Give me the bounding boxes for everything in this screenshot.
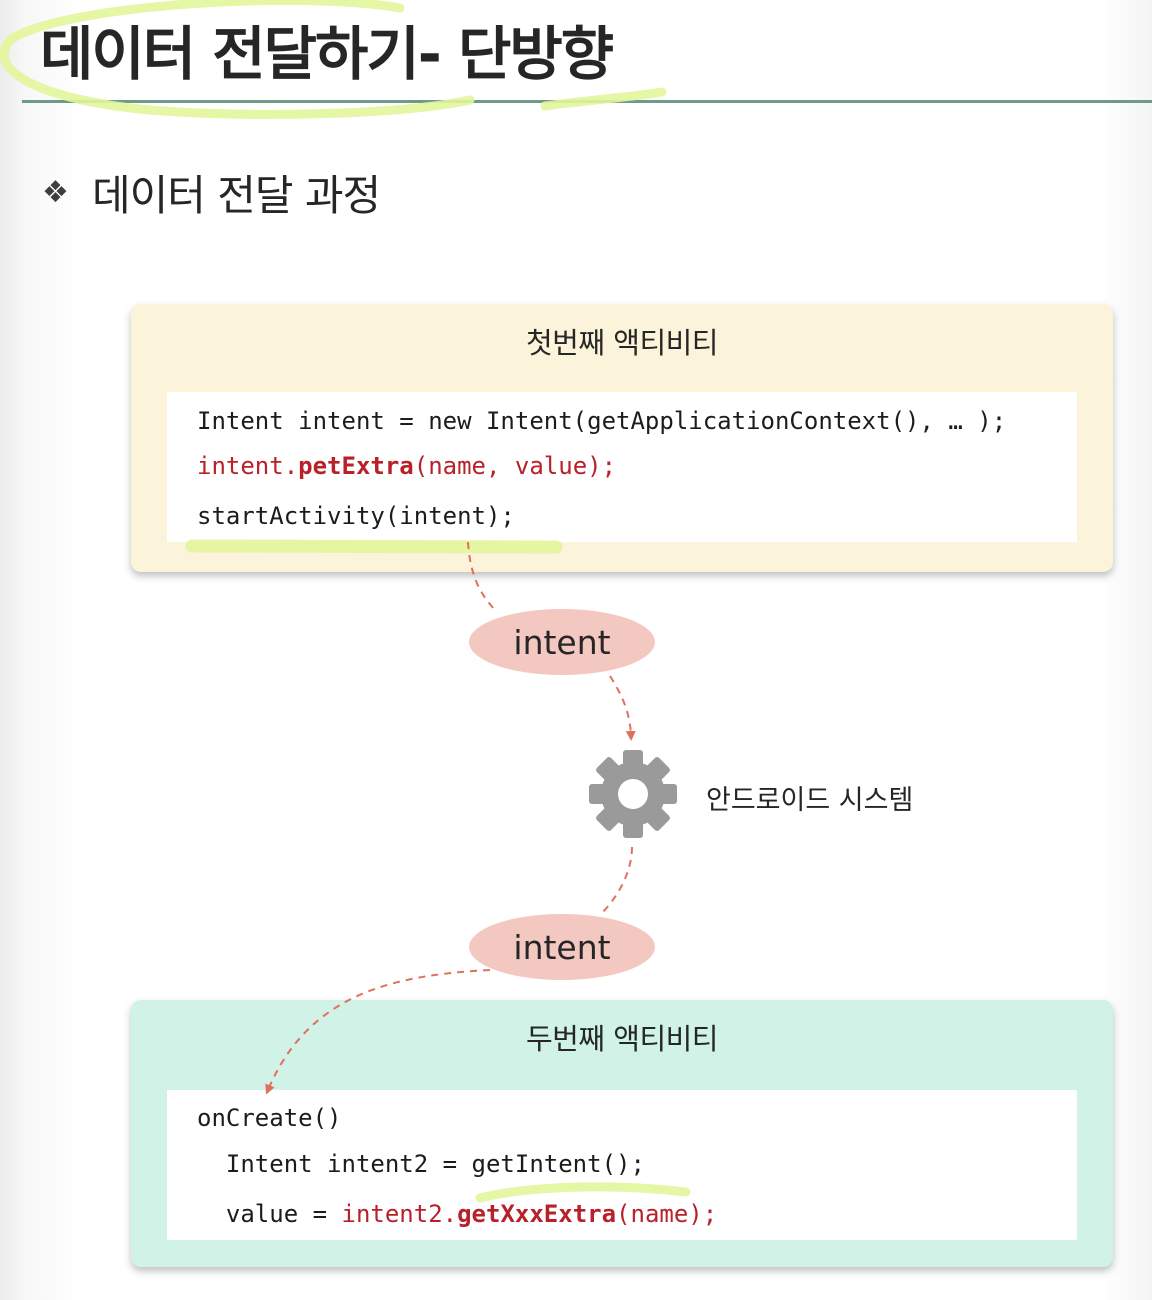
android-system-label: 안드로이드 시스템 (706, 785, 914, 816)
code-line-3: startActivity(intent); (197, 502, 515, 530)
get-intent-highlight (475, 1182, 691, 1203)
start-activity-highlight (185, 539, 563, 554)
code-line-1: onCreate() (197, 1104, 342, 1132)
code-args: (name, value); (413, 452, 617, 480)
second-activity-title: 두번째 액티비티 (526, 1022, 718, 1056)
arrow-system-to-intent (599, 846, 633, 916)
code-line-1: Intent intent = new Intent(getApplicatio… (197, 407, 1007, 435)
code-line-2: intent.petExtra(name, value); (197, 451, 616, 481)
code-object: intent2. (341, 1200, 458, 1228)
section-heading-text: 데이터 전달 과정 (92, 170, 381, 220)
intent-bubble-top: intent (469, 609, 655, 675)
slide-title: 데이터 전달하기- 단방향 (40, 20, 614, 88)
code-line-2: Intent intent2 = getIntent(); (197, 1150, 645, 1178)
first-activity-code: Intent intent = new Intent(getApplicatio… (167, 392, 1077, 542)
code-method: petExtra (298, 452, 414, 480)
code-args: (name); (616, 1200, 718, 1228)
intent-bubble-bottom: intent (469, 914, 655, 980)
arrow-start-to-intent (467, 541, 498, 613)
second-activity-code: onCreate() Intent intent2 = getIntent();… (167, 1090, 1077, 1240)
title-highlight-loop (0, 0, 475, 119)
code-line-3: value = intent2.getXxxExtra(name); (197, 1199, 717, 1229)
diamond-bullet-icon: ❖ (42, 174, 69, 210)
code-object: intent. (197, 452, 299, 480)
arrow-intent-to-system (609, 675, 636, 741)
first-activity-title: 첫번째 액티비티 (526, 326, 718, 360)
title-highlight-underline (540, 87, 667, 111)
gear-icon (589, 750, 677, 838)
arrow-intent-to-second (265, 969, 491, 1095)
code-assign: value = (197, 1200, 342, 1228)
code-method: getXxxExtra (457, 1200, 617, 1228)
section-heading: ❖ 데이터 전달 과정 (42, 162, 381, 222)
